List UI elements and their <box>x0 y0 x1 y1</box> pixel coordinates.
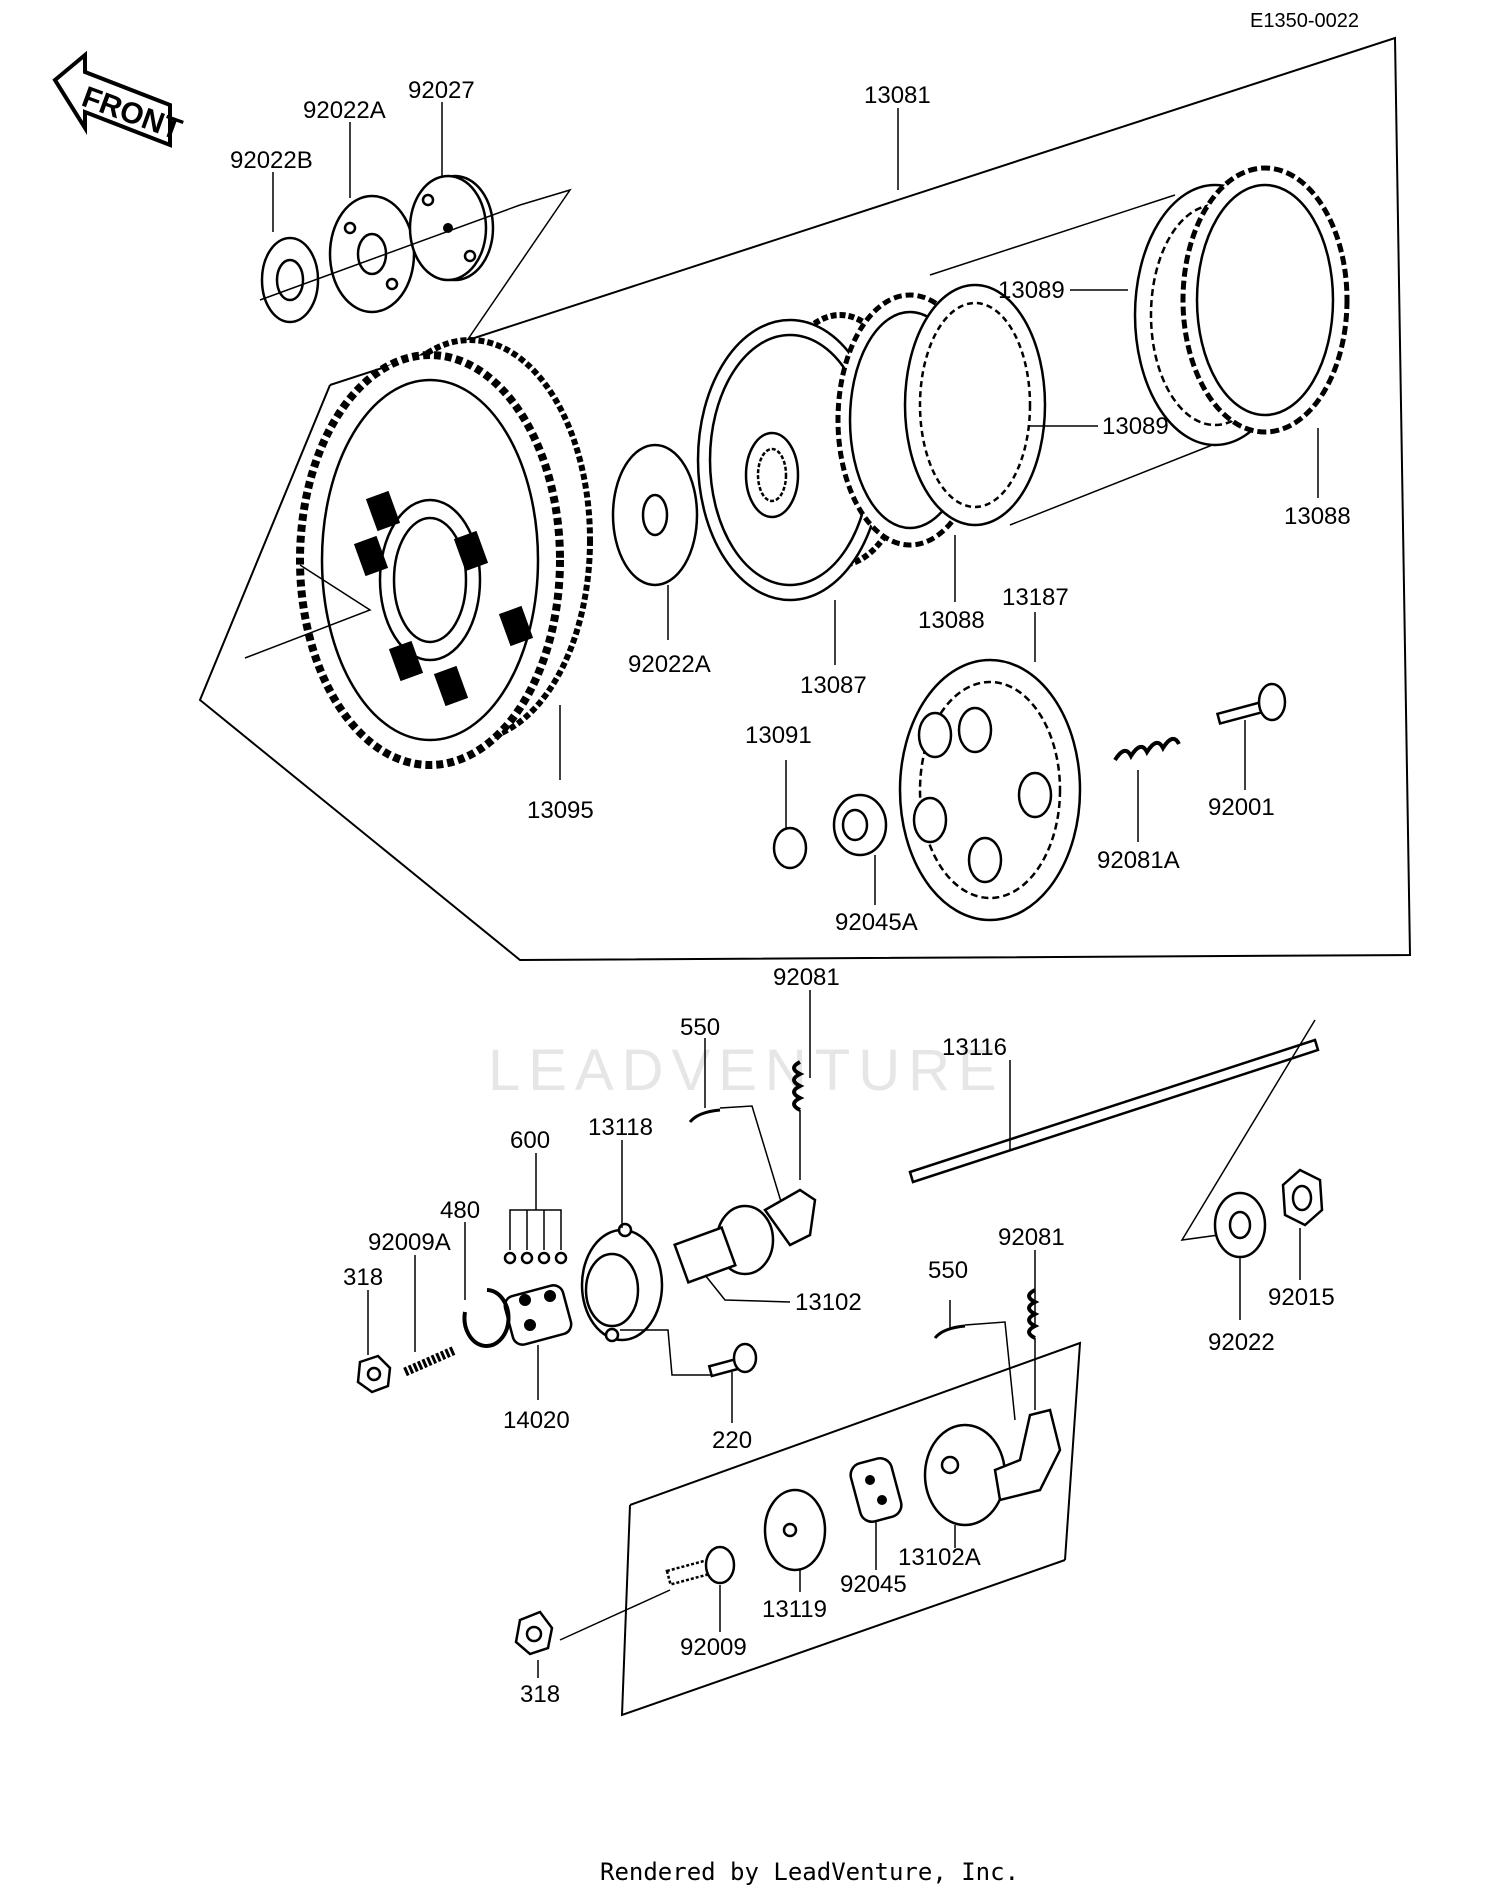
label-92045A: 92045A <box>835 909 918 936</box>
part-550-b[interactable] <box>933 1324 966 1340</box>
clutch-assembly-outline <box>198 36 1412 962</box>
label-92027: 92027 <box>408 77 475 104</box>
label-318-b: 318 <box>520 1681 560 1708</box>
part-600[interactable] <box>503 1251 568 1265</box>
part-92015[interactable] <box>1281 1168 1324 1227</box>
label-92009: 92009 <box>680 1634 747 1661</box>
label-480: 480 <box>440 1197 480 1224</box>
part-318-a[interactable] <box>356 1354 392 1394</box>
label-318-a: 318 <box>343 1264 383 1291</box>
part-92001[interactable] <box>1215 682 1287 726</box>
label-14020: 14020 <box>503 1407 570 1434</box>
label-92009A: 92009A <box>368 1229 451 1256</box>
part-92022A-top[interactable] <box>328 194 416 314</box>
part-13102A[interactable] <box>923 1408 1062 1527</box>
part-92009[interactable] <box>665 1545 736 1586</box>
front-arrow-icon: FRONT <box>52 50 186 148</box>
label-92045: 92045 <box>840 1571 907 1598</box>
label-92022A-top: 92022A <box>303 97 386 124</box>
label-92022B: 92022B <box>230 147 313 174</box>
part-13119[interactable] <box>763 1488 827 1572</box>
part-92081-b[interactable] <box>1027 1288 1040 1340</box>
label-13088-b: 13088 <box>1284 503 1351 530</box>
label-92015: 92015 <box>1268 1284 1335 1311</box>
label-92081-a: 92081 <box>773 964 840 991</box>
label-13081: 13081 <box>864 82 931 109</box>
label-92081-b: 92081 <box>998 1224 1065 1251</box>
label-13089-a: 13089 <box>998 277 1065 304</box>
part-92081A[interactable] <box>1113 736 1181 762</box>
part-13102[interactable] <box>673 1188 817 1284</box>
label-13095: 13095 <box>527 797 594 824</box>
part-13118[interactable] <box>580 1222 664 1343</box>
part-13116[interactable] <box>908 1038 1320 1184</box>
part-220[interactable] <box>707 1342 758 1378</box>
label-13187: 13187 <box>1002 584 1069 611</box>
part-92027[interactable] <box>408 174 495 282</box>
part-92045[interactable] <box>848 1456 904 1525</box>
part-13095[interactable] <box>296 337 593 769</box>
label-92081A: 92081A <box>1097 847 1180 874</box>
watermark: LEADVENTURE <box>488 1038 1005 1103</box>
leader-lines <box>272 102 1319 1678</box>
part-13091[interactable] <box>772 826 808 870</box>
part-13088-b[interactable] <box>1180 165 1350 435</box>
part-13187[interactable] <box>898 658 1082 922</box>
label-13091: 13091 <box>745 722 812 749</box>
label-13087: 13087 <box>800 672 867 699</box>
part-92022[interactable] <box>1213 1191 1267 1259</box>
lever-assembly-outline-top <box>629 1341 1082 1561</box>
label-13088-a: 13088 <box>918 607 985 634</box>
footer-credit: Rendered by LeadVenture, Inc. <box>600 1858 1019 1886</box>
label-13118: 13118 <box>588 1114 653 1141</box>
label-550-b: 550 <box>928 1257 968 1284</box>
label-13119: 13119 <box>762 1596 827 1623</box>
lever-assembly-outline-bottom <box>620 1504 1066 1717</box>
part-92022B[interactable] <box>260 236 320 324</box>
part-480[interactable] <box>462 1288 511 1348</box>
part-550-a[interactable] <box>688 1108 721 1124</box>
part-13089-b[interactable] <box>903 283 1047 527</box>
part-92022A-mid[interactable] <box>611 443 699 587</box>
part-92045A[interactable] <box>832 793 888 857</box>
label-600: 600 <box>510 1127 550 1154</box>
label-92022: 92022 <box>1208 1329 1275 1356</box>
label-92022A-mid: 92022A <box>628 651 711 678</box>
label-92001: 92001 <box>1208 794 1275 821</box>
label-220: 220 <box>712 1427 752 1454</box>
part-318-b[interactable] <box>514 1610 554 1656</box>
label-13102A: 13102A <box>898 1544 981 1571</box>
label-13116: 13116 <box>942 1034 1007 1061</box>
label-550-a: 550 <box>680 1014 720 1041</box>
label-13089-b: 13089 <box>1102 413 1169 440</box>
part-14020[interactable] <box>503 1283 574 1347</box>
part-92081-a[interactable] <box>792 1060 805 1112</box>
part-92009A[interactable] <box>403 1345 457 1377</box>
diagram-code: E1350-0022 <box>1250 10 1359 32</box>
label-13102: 13102 <box>795 1289 862 1316</box>
